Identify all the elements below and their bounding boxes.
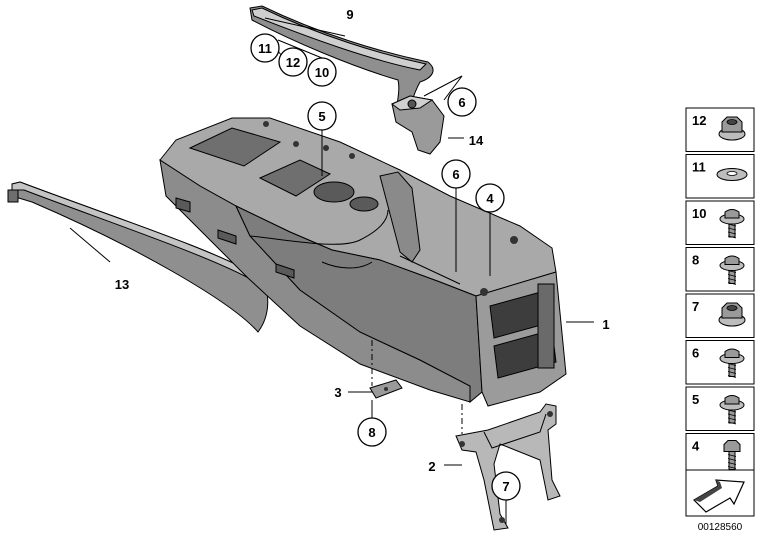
callout-circle [307, 57, 337, 87]
legend-item-11: 11 [685, 154, 755, 199]
callout-circle [491, 471, 521, 501]
diagram-id: 00128560 [698, 522, 743, 533]
legend-footer [685, 469, 755, 517]
legend-cell [685, 247, 755, 292]
callout-number: 11 [258, 41, 272, 56]
callout-number: 6 [458, 95, 465, 110]
collar-screw-icon [719, 255, 745, 285]
callout-c3: 3 [334, 385, 341, 400]
callout-circle [307, 101, 337, 131]
callout-circle [357, 417, 387, 447]
callout-number: 8 [368, 425, 375, 440]
legend-item-5: 5 [685, 386, 755, 431]
callout-number: 13 [115, 277, 129, 292]
callout-c13: 13 [115, 277, 129, 292]
callout-number: 5 [318, 109, 325, 124]
callout-c1: 1 [602, 317, 609, 332]
legend-number: 7 [692, 299, 699, 314]
callout-c10: 10 [307, 57, 337, 87]
part-14-bracket [391, 95, 445, 155]
callout-c11: 11 [250, 33, 280, 63]
collar-screw-icon [719, 395, 745, 425]
legend-cell [685, 340, 755, 385]
legend-number: 11 [692, 160, 706, 175]
callout-circle [278, 47, 308, 77]
callout-c9: 9 [346, 7, 353, 22]
legend-item-6: 6 [685, 340, 755, 385]
hex-nut-flange-icon [718, 116, 746, 141]
legend-cell [685, 386, 755, 431]
legend-cell [685, 200, 755, 245]
arrow-graphic-icon [693, 479, 745, 513]
legend-number: 8 [692, 253, 699, 268]
legend-number: 12 [692, 113, 706, 128]
fastener-legend: 12 11 10 8 7 6 5 4 [685, 107, 755, 478]
callout-number: 10 [315, 65, 329, 80]
callout-c6b: 6 [441, 159, 471, 189]
part-2-support-bracket [455, 403, 561, 531]
leader-lines [69, 17, 594, 524]
callout-number: 9 [346, 7, 353, 22]
legend-item-8: 8 [685, 247, 755, 292]
callout-c8: 8 [357, 417, 387, 447]
washer-icon [716, 168, 748, 181]
callout-number: 14 [469, 133, 484, 148]
callout-circle [475, 183, 505, 213]
collar-screw-icon [719, 209, 745, 239]
legend-number: 4 [692, 439, 700, 454]
legend-number: 10 [692, 206, 706, 221]
legend-cell [685, 107, 755, 152]
callout-number: 6 [452, 167, 459, 182]
legend-item-12: 12 [685, 107, 755, 152]
callout-c7: 7 [491, 471, 521, 501]
callout-c2: 2 [428, 459, 435, 474]
legend-number: 6 [692, 346, 699, 361]
legend-item-10: 10 [685, 200, 755, 245]
callout-number: 12 [286, 55, 300, 70]
part-1-center-console [159, 117, 567, 407]
callout-c4: 4 [475, 183, 505, 213]
hex-screw-icon [723, 440, 741, 470]
callout-number: 7 [502, 479, 509, 494]
collar-screw-icon [719, 348, 745, 378]
callout-c5: 5 [307, 101, 337, 131]
hex-nut-flange-icon [718, 302, 746, 327]
part-3-clip [369, 379, 403, 399]
legend-cell [685, 293, 755, 338]
callout-c6a: 6 [447, 87, 477, 117]
legend-number: 5 [692, 392, 699, 407]
callout-c12: 12 [278, 47, 308, 77]
callout-number: 4 [486, 191, 494, 206]
callout-number: 3 [334, 385, 341, 400]
callout-circle [447, 87, 477, 117]
callout-circle [441, 159, 471, 189]
legend-item-7: 7 [685, 293, 755, 338]
callout-c14: 14 [469, 133, 484, 148]
callout-number: 2 [428, 459, 435, 474]
callout-number: 1 [602, 317, 609, 332]
callout-circle [250, 33, 280, 63]
